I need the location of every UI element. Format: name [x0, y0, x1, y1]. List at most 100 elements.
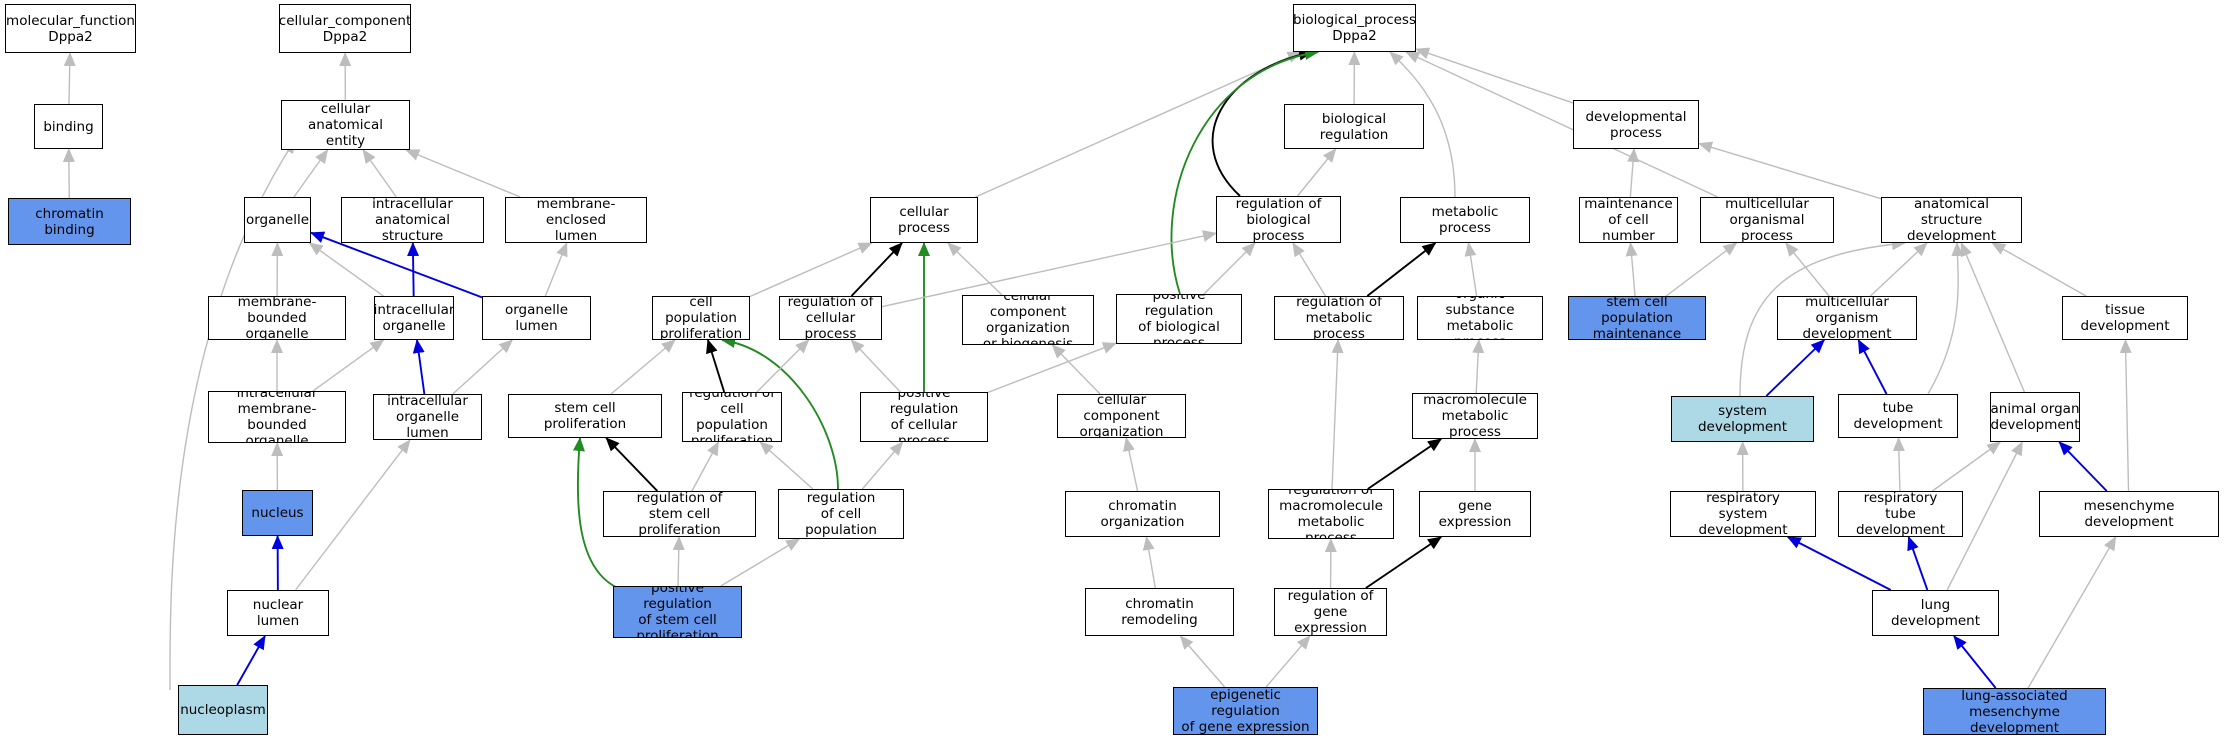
go-term-rcp[interactable]: regulation of cellular process	[779, 296, 882, 340]
go-term-label: positive regulation of stem cell prolife…	[636, 586, 719, 638]
go-term-label: lung development	[1890, 597, 1981, 629]
go-term-scpm[interactable]: stem cell population maintenance	[1568, 296, 1706, 340]
go-term-ccob[interactable]: cellular component organization or bioge…	[962, 295, 1094, 345]
go-term-label: respiratory system development	[1698, 491, 1788, 537]
go-term-scp[interactable]: stem cell proliferation	[508, 394, 662, 438]
go-term-prbp[interactable]: positive regulation of biological proces…	[1116, 294, 1242, 344]
edge-erge-to-rge	[1265, 635, 1311, 688]
go-term-mop[interactable]: multicellular organismal process	[1700, 197, 1834, 243]
go-term-label: positive regulation of cell population p…	[805, 490, 877, 538]
edge-cr-to-co	[1142, 536, 1157, 589]
go-term-mbo[interactable]: membrane-bounded organelle	[208, 296, 346, 340]
go-term-label: mesenchyme development	[2083, 498, 2175, 530]
edge-ias-to-cae	[362, 149, 397, 198]
go-term-ld[interactable]: lung development	[1872, 590, 1999, 636]
go-term-prscp[interactable]: positive regulation of stem cell prolife…	[613, 586, 742, 638]
go-term-mel[interactable]: membrane-enclosed lumen	[505, 197, 647, 243]
go-term-rbp[interactable]: regulation of biological process	[1216, 196, 1341, 243]
go-term-td[interactable]: tissue development	[2062, 296, 2188, 340]
edge-prscp-to-prcpp	[720, 538, 801, 587]
go-term-mf[interactable]: molecular_function Dppa2	[5, 4, 136, 53]
go-term-label: nucleus	[251, 505, 304, 521]
go-term-cp[interactable]: cellular process	[870, 197, 978, 243]
go-term-nucleoplasm[interactable]: nucleoplasm	[178, 685, 268, 735]
go-term-bp[interactable]: biological_process Dppa2	[1293, 4, 1416, 52]
go-term-label: tube development	[1853, 400, 1943, 432]
go-term-label: chromatin remodeling	[1121, 596, 1198, 628]
edge-md-to-td	[2119, 339, 2132, 492]
go-term-prcpp[interactable]: positive regulation of cell population p…	[778, 489, 904, 539]
go-term-iol[interactable]: intracellular organelle lumen	[373, 394, 482, 440]
edge-rcpp-to-rcp	[756, 339, 810, 393]
edge-prcpp-to-cpp	[721, 335, 839, 490]
go-term-cr[interactable]: chromatin remodeling	[1085, 588, 1234, 636]
go-term-label: positive regulation of cellular process	[889, 392, 959, 442]
go-term-ge[interactable]: gene expression	[1419, 491, 1531, 537]
go-term-rsd[interactable]: respiratory system development	[1670, 491, 1816, 537]
edge-rtd-to-tubed	[1892, 437, 1905, 492]
go-term-cae[interactable]: cellular anatomical entity	[281, 100, 410, 150]
go-term-label: organic substance metabolic process	[1445, 297, 1515, 339]
go-term-br[interactable]: biological regulation	[1284, 104, 1424, 149]
edge-co-to-cco	[1123, 437, 1139, 492]
go-term-label: intracellular membrane-bounded organelle	[236, 391, 318, 443]
go-term-rtd[interactable]: respiratory tube development	[1838, 491, 1963, 537]
edge-sd-to-asd	[1739, 238, 1906, 397]
go-term-cc[interactable]: cellular_component Dppa2	[279, 4, 411, 53]
go-term-nucleus[interactable]: nucleus	[242, 490, 313, 536]
go-term-cco[interactable]: cellular component organization	[1057, 394, 1186, 438]
edge-mel-to-cae	[405, 149, 521, 198]
go-term-imbo[interactable]: intracellular membrane-bounded organelle	[208, 391, 346, 443]
go-term-ias[interactable]: intracellular anatomical structure	[341, 197, 484, 243]
go-term-label: stem cell population maintenance	[1592, 296, 1682, 340]
go-term-rscp[interactable]: regulation of stem cell proliferation	[603, 491, 756, 537]
go-term-chrombind[interactable]: chromatin binding	[8, 198, 131, 245]
edge-rmp-to-mp	[1366, 242, 1437, 297]
go-term-tubed[interactable]: tube development	[1838, 394, 1958, 438]
go-term-label: respiratory tube development	[1855, 491, 1946, 537]
go-term-cpp[interactable]: cell population proliferation	[652, 296, 750, 340]
edge-scpm-to-mcn	[1625, 242, 1638, 297]
edge-organelle-to-cae	[293, 149, 329, 198]
go-term-binding[interactable]: binding	[34, 104, 103, 149]
go-term-lamd[interactable]: lung-associated mesenchyme development	[1923, 688, 2106, 735]
edge-tubed-to-asd	[1927, 242, 1964, 395]
edge-mmp-to-osmp	[1472, 339, 1485, 394]
go-term-md[interactable]: mesenchyme development	[2039, 491, 2219, 537]
go-term-label: chromatin organization	[1100, 498, 1185, 530]
go-term-rcpp[interactable]: regulation of cell population proliferat…	[682, 392, 782, 442]
go-term-label: regulation of gene expression	[1287, 588, 1374, 636]
go-term-label: stem cell proliferation	[543, 400, 627, 432]
go-term-ol[interactable]: organelle lumen	[482, 296, 591, 340]
edge-prcpp-to-prcp	[861, 441, 904, 490]
go-term-nl[interactable]: nuclear lumen	[227, 590, 329, 636]
go-term-sd[interactable]: system development	[1671, 396, 1814, 442]
go-term-organelle[interactable]: organelle	[244, 197, 311, 243]
edge-nucleoplasm-to-nl	[236, 635, 266, 686]
go-term-mod[interactable]: multicellular organism development	[1777, 296, 1917, 340]
go-term-label: molecular_function Dppa2	[6, 12, 135, 45]
go-term-mp[interactable]: metabolic process	[1400, 197, 1530, 243]
go-term-co[interactable]: chromatin organization	[1065, 491, 1220, 537]
go-term-label: binding	[43, 118, 94, 135]
go-term-io[interactable]: intracellular organelle	[374, 296, 454, 340]
go-term-rmmp[interactable]: regulation of macromolecule metabolic pr…	[1268, 489, 1394, 539]
go-term-erge[interactable]: epigenetic regulation of gene expression	[1173, 687, 1318, 735]
go-term-label: organelle lumen	[504, 302, 569, 334]
go-term-devp[interactable]: developmental process	[1573, 100, 1699, 149]
edge-ld-to-rtd	[1907, 536, 1929, 591]
go-term-rge[interactable]: regulation of gene expression	[1274, 588, 1387, 636]
edge-prscp-to-rscp	[672, 536, 685, 587]
go-term-rmp[interactable]: regulation of metabolic process	[1274, 296, 1404, 340]
edge-mod-to-mop	[1785, 242, 1830, 297]
go-term-label: gene expression	[1438, 498, 1512, 530]
go-term-mmp[interactable]: macromolecule metabolic process	[1412, 393, 1538, 439]
go-term-asd[interactable]: anatomical structure development	[1881, 197, 2022, 243]
go-term-osmp[interactable]: organic substance metabolic process	[1417, 296, 1543, 340]
edge-mp-to-bp	[1389, 51, 1456, 198]
edge-rscp-to-scp	[605, 437, 659, 492]
go-term-mcn[interactable]: maintenance of cell number	[1579, 197, 1678, 243]
go-term-prcp[interactable]: positive regulation of cellular process	[860, 392, 988, 442]
go-term-aod[interactable]: animal organ development	[1990, 392, 2080, 442]
edge-iol-to-ol	[452, 339, 514, 395]
